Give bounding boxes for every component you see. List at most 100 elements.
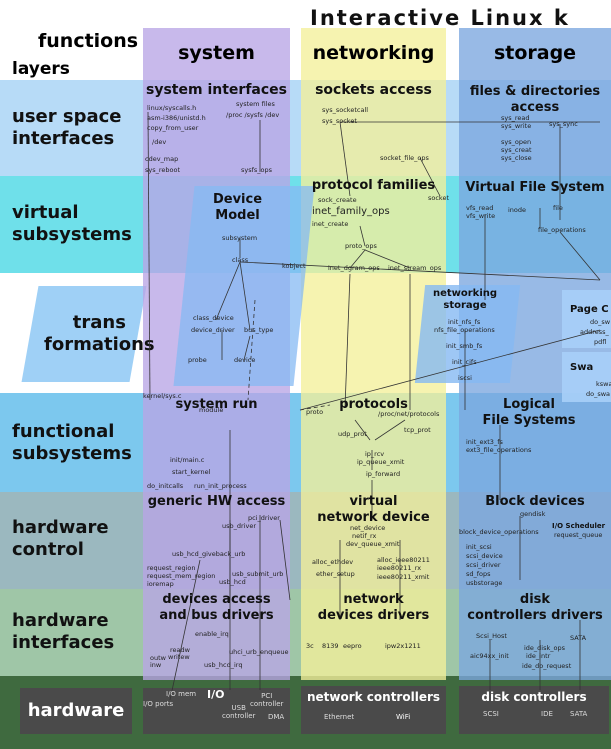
label[interactable]: uhci_urb_enqueue [229,648,289,656]
hw-ethernet[interactable]: Ethernet [324,713,355,721]
label[interactable]: run_init_process [194,482,247,490]
box-logical-fs[interactable]: Logical File Systems [482,397,576,428]
label[interactable]: Scsi_Host [476,632,507,640]
hw-usb[interactable]: USB controller [222,704,256,720]
label[interactable]: alloc_ethdev [312,558,354,566]
label[interactable]: scsi_device [466,552,503,560]
label[interactable]: sys_socket [322,117,357,125]
label[interactable]: class_device [193,314,234,322]
label[interactable]: usb_driver [222,522,257,530]
label[interactable]: sys_write [501,122,532,130]
label-inet-family-ops[interactable]: inet_family_ops [312,206,390,217]
label[interactable]: block_device_operations [459,528,539,536]
label[interactable]: vfs_write [466,212,496,220]
label[interactable]: eepro [343,642,362,650]
label[interactable]: socket [428,194,450,202]
label[interactable]: sys_open [501,138,532,146]
label[interactable]: ipw2x1211 [385,642,421,650]
label[interactable]: aic94xx_init [470,652,509,660]
label[interactable]: inw [150,661,162,669]
box-swap[interactable]: Swa [570,362,594,373]
hw-wifi[interactable]: WiFi [396,713,411,721]
label[interactable]: subsystem [222,234,258,242]
box-protocols[interactable]: protocols [339,397,408,412]
label[interactable]: outw [150,654,166,662]
label[interactable]: sysfs_ops [241,166,273,174]
box-disk-ctrl-drivers[interactable]: disk controllers drivers [467,592,603,623]
label[interactable]: bus_type [244,326,274,334]
label[interactable]: enable_irq [195,630,229,638]
label[interactable]: init_cifs [452,358,477,366]
box-virtual-net[interactable]: virtual network device [317,494,430,525]
label-io-scheduler[interactable]: I/O Scheduler [552,522,606,530]
label[interactable]: vfs_read [466,204,494,212]
label[interactable]: device_driver [191,326,235,334]
label[interactable]: pci_driver [248,514,280,522]
label[interactable]: netif_rx [352,532,377,540]
box-network-drivers[interactable]: network devices drivers [317,592,430,623]
box-device-model[interactable]: Device Model [212,192,263,223]
label[interactable]: sys_socketcall [322,106,369,114]
label[interactable]: readw [170,646,190,654]
label[interactable]: file_operations [538,226,586,234]
label[interactable]: init_smb_fs [446,342,483,350]
box-system-interfaces[interactable]: system interfaces [146,82,287,98]
label[interactable]: request_mem_region [147,572,216,580]
label[interactable]: /dev [152,138,167,146]
box-networking-storage[interactable]: networking storage [432,288,498,311]
label[interactable]: usbstorage [466,579,503,587]
hw-scsi[interactable]: SCSI [483,710,499,718]
hw-disk-controllers[interactable]: disk controllers [481,690,587,704]
label[interactable]: ieee80211_rx [377,564,422,572]
label[interactable]: sys_sync [549,120,578,128]
box-sockets-access[interactable]: sockets access [315,82,432,98]
hw-io-mem[interactable]: I/O mem [166,690,197,698]
label[interactable]: inode [508,206,527,214]
label[interactable]: ext3_file_operations [466,446,532,454]
label[interactable]: usb_hcd [219,578,246,586]
label[interactable]: nfs_file_operations [434,326,495,334]
label[interactable]: sd_fops [466,570,491,578]
label[interactable]: init_ext3_fs [466,438,503,446]
label[interactable]: sock_create [318,196,357,204]
label[interactable]: scsi_driver [466,561,501,569]
label[interactable]: iscsi [458,374,472,382]
label[interactable]: net_device [350,524,386,532]
label[interactable]: gendisk [520,510,546,518]
label[interactable]: 8139 [322,642,339,650]
label[interactable]: sys_read [501,114,530,122]
box-page-cache[interactable]: Page C [570,304,609,315]
label[interactable]: request_region [147,564,196,572]
label[interactable]: inet_stream_ops [388,264,442,272]
layer-trans[interactable]: trans formations [44,312,155,355]
label[interactable]: ioremap [147,580,174,588]
label[interactable]: cdev_map [145,155,179,163]
label[interactable]: SATA [570,634,587,642]
box-protocol-families[interactable]: protocol families [311,178,436,193]
label[interactable]: do_sw [590,318,611,326]
hw-dma[interactable]: DMA [268,713,285,721]
layer-hw-control[interactable]: hardware control [12,517,109,560]
label[interactable]: module [199,406,224,414]
label[interactable]: pdfl [594,338,607,346]
label[interactable]: ip_rcv [365,450,385,458]
label[interactable]: alloc_ieee80211 [377,556,430,564]
label[interactable]: asm-i386/unistd.h [147,114,206,122]
layer-user-space[interactable]: user space interfaces [12,106,122,149]
label[interactable]: proto_ops [345,242,377,250]
label[interactable]: do_initcalls [147,482,184,490]
label[interactable]: kobject [282,262,306,270]
hw-network-controllers[interactable]: network controllers [306,690,441,704]
label[interactable]: do_swa [586,390,611,398]
label[interactable]: ide_do_request [522,662,572,670]
box-system-run[interactable]: system run [175,397,258,412]
label[interactable]: ide_disk_ops [524,644,566,652]
storage-header[interactable]: storage [493,42,577,64]
box-files-dirs[interactable]: files & directories access [469,84,601,115]
label[interactable]: usb_hcd_irq [204,661,243,669]
label[interactable]: inet_create [312,220,349,228]
label[interactable]: sys_reboot [145,166,181,174]
label[interactable]: writew [168,653,190,661]
label[interactable]: init_scsi [466,543,492,551]
hw-ide[interactable]: IDE [541,710,553,718]
